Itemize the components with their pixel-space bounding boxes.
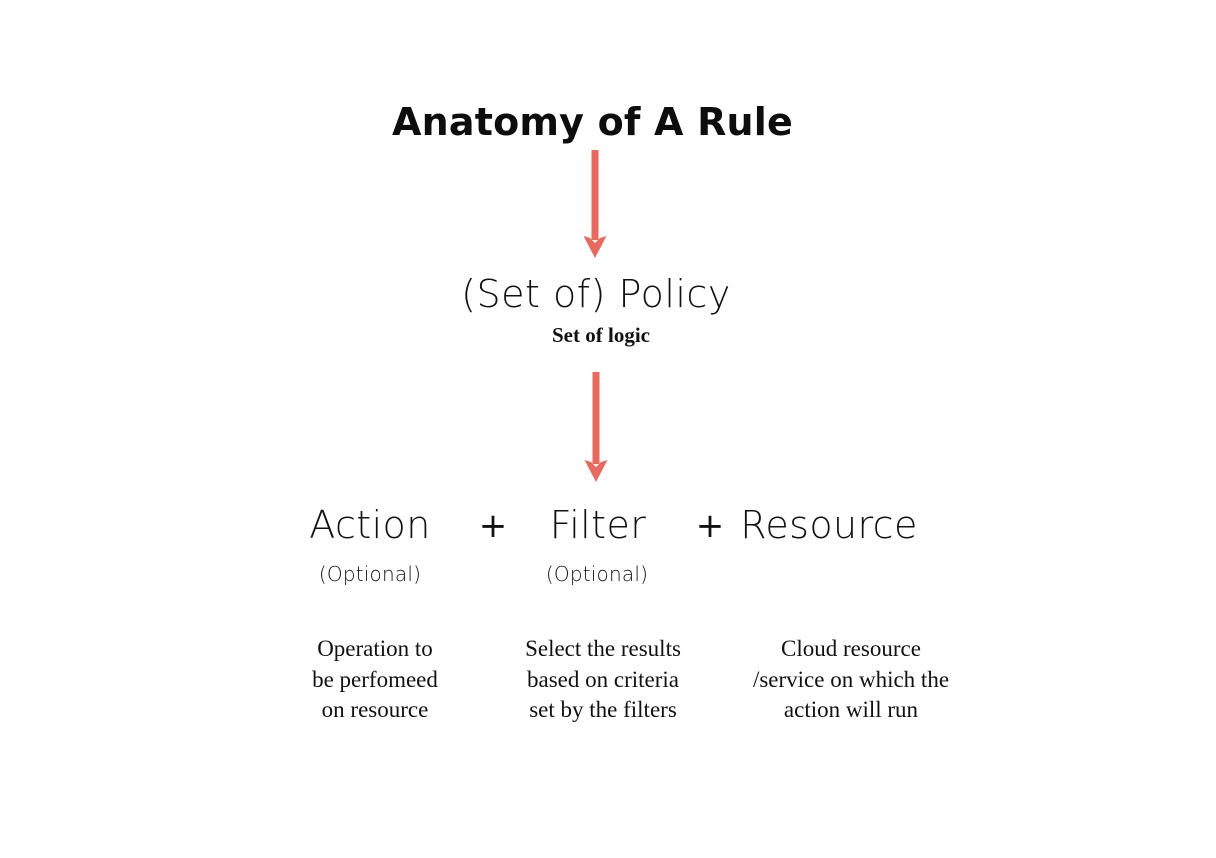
- description-filter-line-2: based on criteria: [527, 666, 679, 692]
- plus-operator-1: +: [478, 506, 508, 546]
- optional-label-action: (Optional): [318, 562, 422, 586]
- policy-label: (Set of) Policy: [461, 272, 731, 316]
- description-action: Operation to be perfomeed on resource: [265, 634, 485, 726]
- description-filter-line-3: set by the filters: [529, 697, 677, 722]
- components-row: Action + Filter + Resource: [0, 503, 1216, 555]
- description-action-line-2: be perfomeed: [312, 666, 438, 692]
- description-resource-line-1: Cloud resource: [781, 636, 921, 661]
- component-term-resource: Resource: [740, 503, 918, 547]
- plus-operator-2: +: [695, 506, 725, 546]
- description-action-line-3: on resource: [321, 697, 429, 722]
- page-title: Anatomy of A Rule: [392, 100, 793, 144]
- description-resource-line-2: /service on which the: [752, 666, 950, 692]
- component-term-action: Action: [309, 503, 431, 547]
- description-resource-line-3: action will run: [783, 697, 919, 722]
- description-resource: Cloud resource /service on which the act…: [726, 634, 976, 726]
- optional-label-filter: (Optional): [545, 562, 649, 586]
- policy-subtitle: Set of logic: [552, 323, 650, 347]
- arrow-title-to-policy: [583, 150, 607, 258]
- arrow-policy-to-components: [584, 372, 608, 482]
- description-action-line-1: Operation to: [317, 636, 433, 661]
- description-filter-line-1: Select the results: [525, 636, 681, 661]
- component-term-filter: Filter: [549, 503, 647, 547]
- description-filter: Select the results based on criteria set…: [493, 634, 713, 726]
